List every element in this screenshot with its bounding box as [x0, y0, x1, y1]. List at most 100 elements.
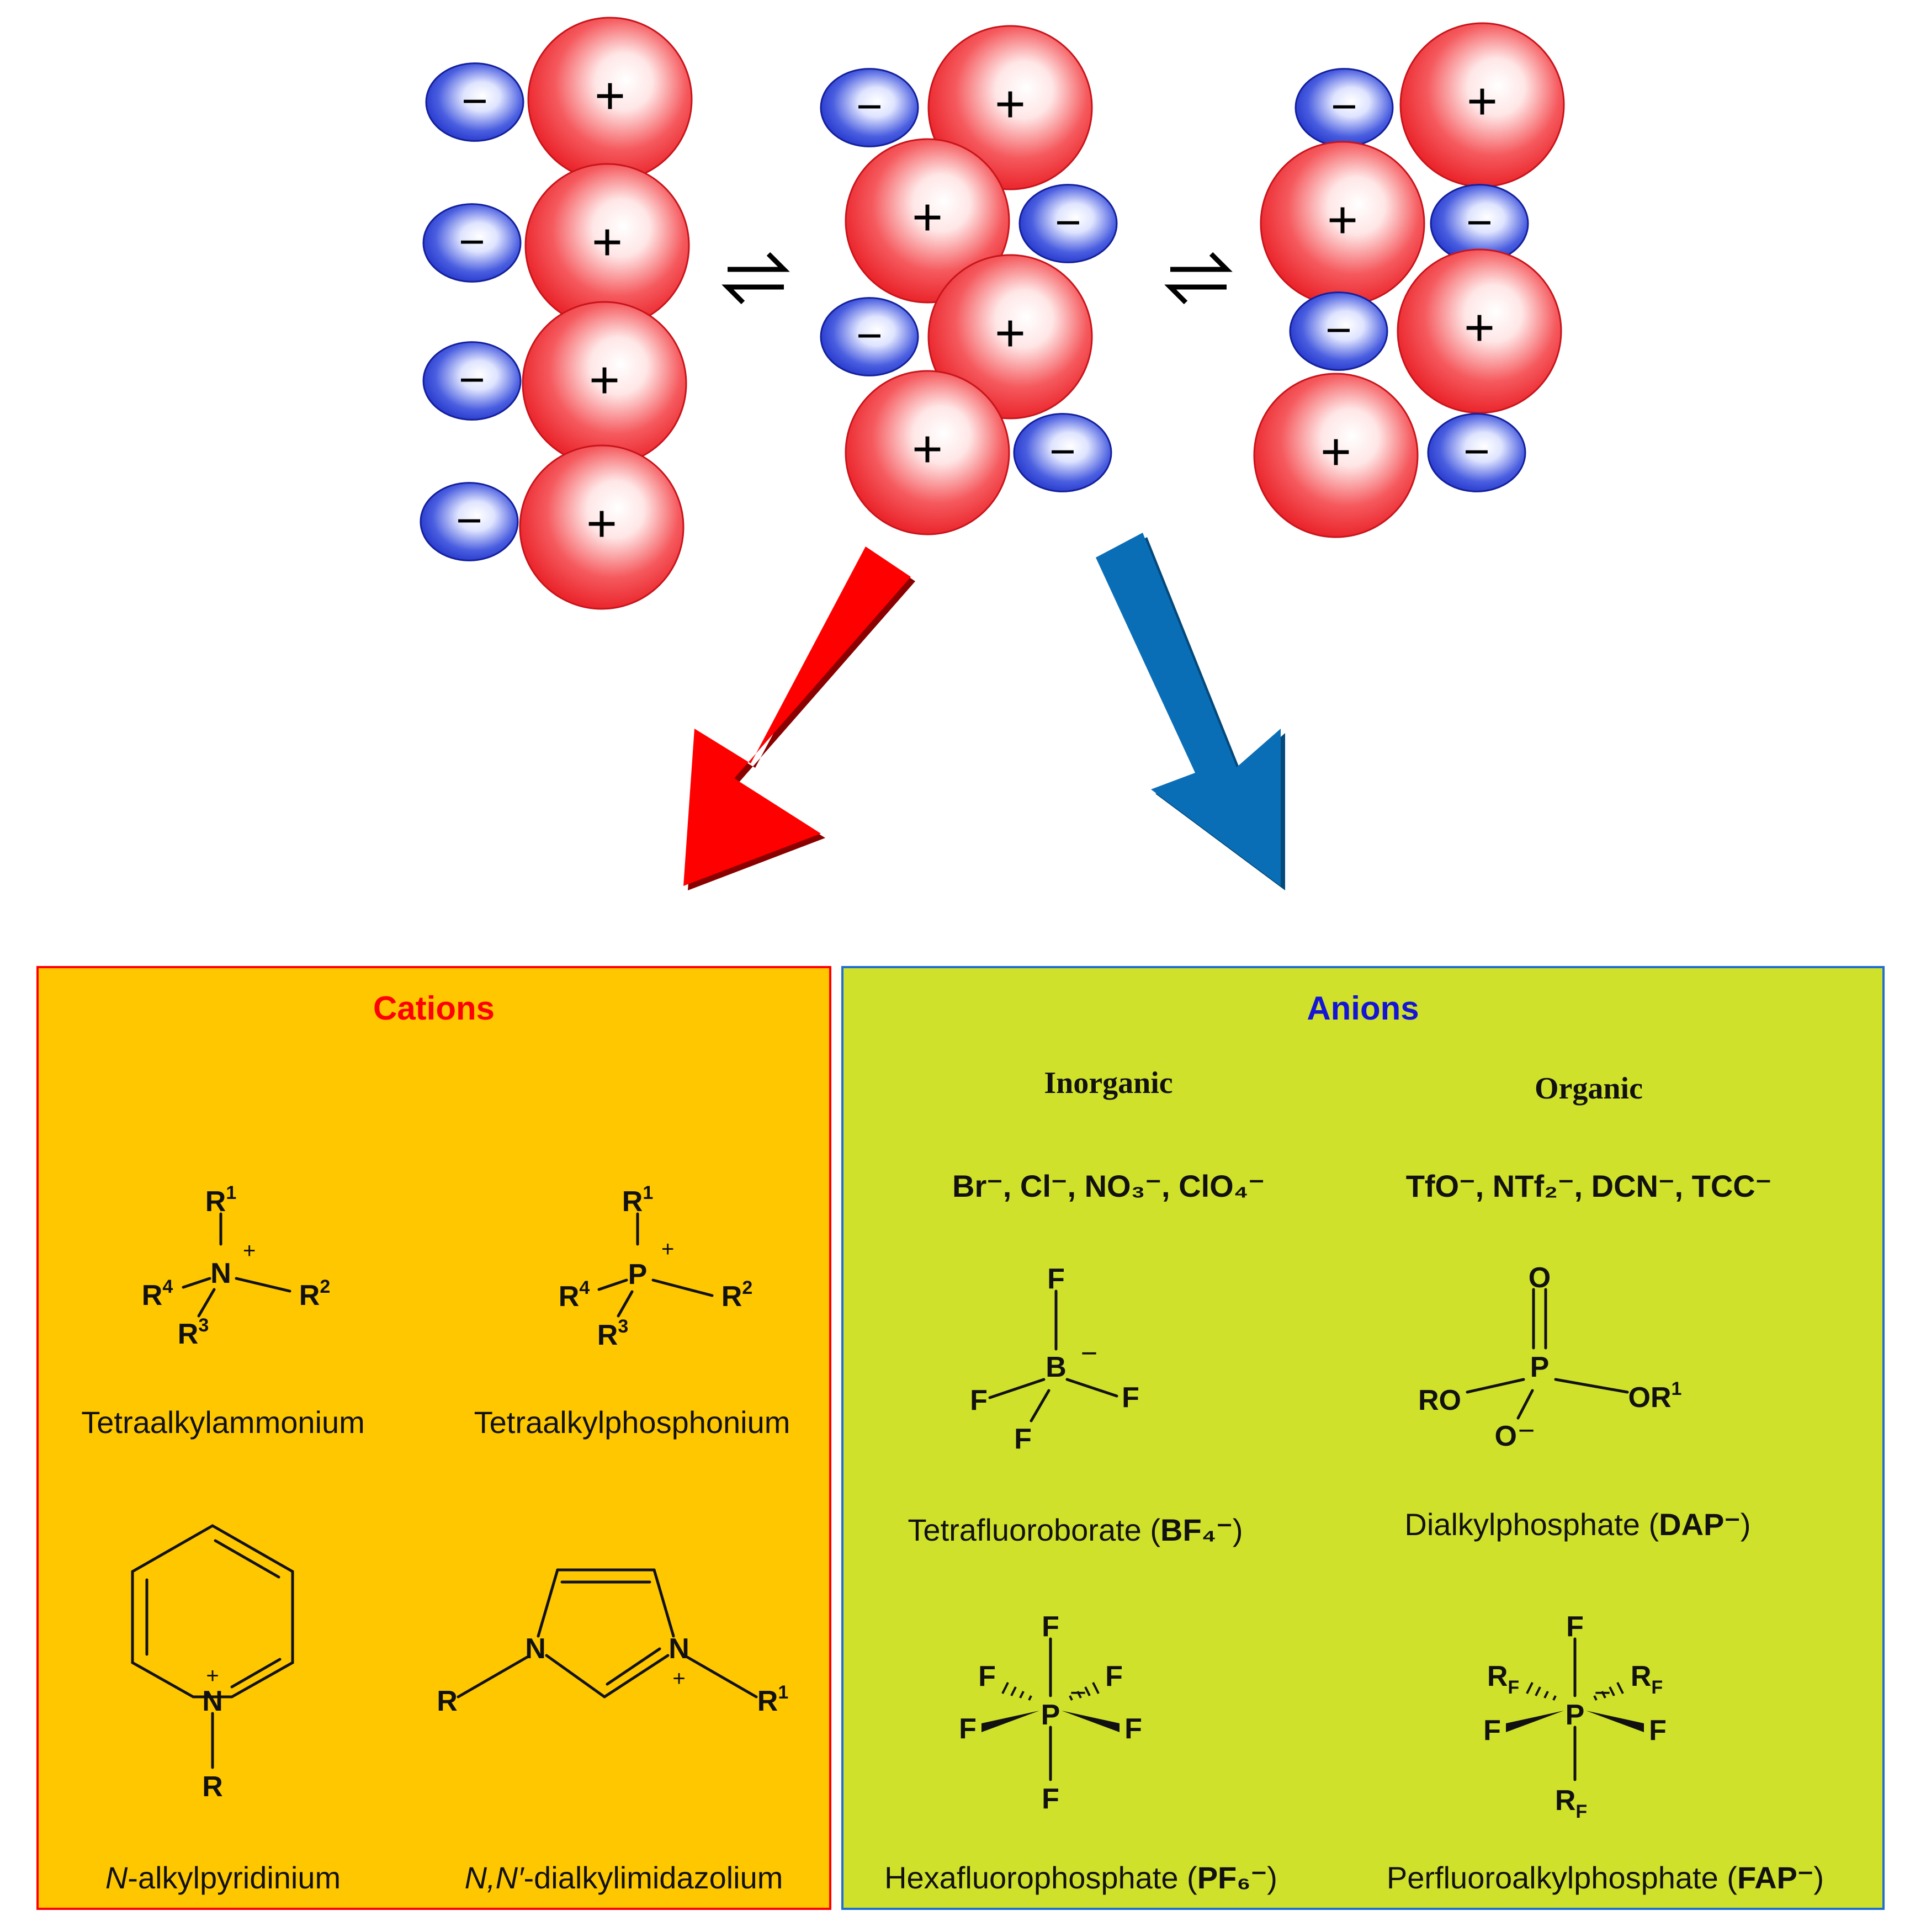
svg-text:F: F	[1042, 1783, 1059, 1815]
svg-text:N: N	[210, 1257, 231, 1289]
svg-text:F: F	[1124, 1713, 1142, 1745]
svg-text:F: F	[1047, 1263, 1065, 1295]
svg-text:−: −	[1518, 1415, 1535, 1447]
minus-sign: −	[456, 496, 482, 546]
fap-label: Perfluoroalkylphosphate (FAP⁻)	[1386, 1860, 1824, 1895]
anion-sphere: −	[1018, 184, 1118, 263]
svg-text:B: B	[1046, 1351, 1067, 1383]
minus-sign: −	[1049, 427, 1076, 477]
plus-sign: +	[589, 351, 620, 410]
bf4-structure	[988, 1289, 1118, 1423]
fap-name: Perfluoroalkylphosphate	[1386, 1860, 1718, 1895]
svg-text:F: F	[1105, 1660, 1123, 1692]
svg-text:R3: R3	[178, 1315, 209, 1350]
anion-sphere: −	[425, 62, 524, 142]
plus-sign: +	[995, 304, 1026, 363]
minus-sign: −	[1055, 198, 1081, 248]
plus-sign: +	[1327, 190, 1358, 250]
svg-text:N: N	[668, 1633, 689, 1665]
plus-sign: +	[1464, 298, 1495, 357]
bf4-abbr: BF₄⁻	[1160, 1512, 1233, 1547]
svg-text:R: R	[437, 1685, 458, 1717]
dap-name: Dialkylphosphate	[1404, 1507, 1640, 1542]
tetraalkylphosphonium-structure	[597, 1212, 714, 1318]
imidazolium-ring	[457, 1568, 758, 1699]
minus-sign: −	[856, 311, 883, 361]
plus-sign: +	[1467, 72, 1498, 131]
svg-text:F: F	[1566, 1611, 1584, 1643]
cations-panel: Cations	[36, 966, 831, 1910]
blue-arrow-to-anions	[1096, 533, 1285, 890]
anion-sphere: −	[820, 297, 919, 376]
pf6-name: Hexafluorophosphate	[884, 1860, 1179, 1895]
dap-abbr: DAP⁻	[1659, 1507, 1741, 1542]
organic-anion-list: TfO⁻, NTf₂⁻, DCN⁻, TCC⁻	[1405, 1169, 1772, 1203]
svg-text:P: P	[1566, 1699, 1585, 1731]
cation-sphere: +	[1260, 141, 1425, 306]
svg-text:RF: RF	[1631, 1660, 1663, 1698]
cation-sphere: +	[845, 138, 1010, 304]
svg-text:R2: R2	[299, 1276, 330, 1312]
svg-text:F: F	[1014, 1423, 1032, 1455]
inorganic-anion-list: Br⁻, Cl⁻, NO₃⁻, ClO₄⁻	[952, 1169, 1265, 1203]
cation-sphere: +	[1397, 248, 1562, 414]
cation-sphere: +	[527, 17, 693, 182]
svg-text:RF: RF	[1555, 1785, 1587, 1822]
minus-sign: −	[461, 76, 488, 126]
cation-sphere: +	[522, 301, 687, 466]
svg-text:R1: R1	[757, 1682, 788, 1717]
anion-sphere: −	[1289, 291, 1388, 371]
svg-text:OR1: OR1	[1628, 1378, 1682, 1414]
imidazolium-rest: -dialkylimidazolium	[523, 1860, 783, 1895]
svg-text:F: F	[1649, 1715, 1667, 1747]
anion-sphere: −	[1294, 68, 1394, 147]
cations-title: Cations	[373, 990, 495, 1027]
svg-text:+: +	[672, 1666, 685, 1691]
dap-structure	[1466, 1288, 1629, 1420]
anion-structures: F B − F F F O P RO OR1 O − F P − F F F F…	[959, 1262, 1682, 1822]
minus-sign: −	[459, 217, 485, 267]
minus-sign: −	[1331, 82, 1357, 132]
minus-sign: −	[459, 355, 485, 405]
tetraalkylphosphonium-label: Tetraalkylphosphonium	[474, 1405, 790, 1440]
pyridinium-label: N-alkylpyridinium	[46, 1860, 400, 1896]
minus-sign: −	[856, 82, 883, 132]
organic-heading: Organic	[1535, 1071, 1643, 1106]
anion-sphere: −	[422, 341, 522, 421]
svg-text:R3: R3	[597, 1316, 628, 1351]
inorganic-heading: Inorganic	[1044, 1066, 1173, 1100]
svg-text:P: P	[628, 1259, 648, 1291]
pf6-abbr: PF₆⁻	[1197, 1860, 1267, 1895]
cation-sphere: +	[524, 163, 690, 328]
anion-sphere: −	[1430, 184, 1529, 263]
svg-text:F: F	[959, 1713, 977, 1745]
svg-text:N: N	[202, 1685, 223, 1717]
svg-text:F: F	[1042, 1611, 1059, 1643]
minus-sign: −	[1325, 305, 1352, 355]
svg-text:R: R	[202, 1771, 223, 1803]
svg-text:RF: RF	[1487, 1660, 1519, 1698]
svg-text:F: F	[1483, 1715, 1501, 1747]
plus-sign: +	[912, 420, 943, 479]
plus-sign: +	[592, 213, 623, 272]
svg-text:F: F	[970, 1384, 988, 1416]
plus-sign: +	[912, 188, 943, 247]
anion-sphere: −	[422, 203, 522, 283]
pyridinium-prefix: N	[105, 1860, 128, 1895]
svg-text:F: F	[1122, 1382, 1139, 1414]
svg-text:N: N	[525, 1633, 546, 1665]
svg-text:P: P	[1530, 1351, 1550, 1383]
plus-sign: +	[1320, 422, 1351, 481]
svg-text:−: −	[1070, 1677, 1086, 1709]
ion-pair-equilibrium-diagram: −+−+−+−+−+−+−+−+−+−+−+−+	[420, 17, 1565, 890]
anion-sphere: −	[820, 68, 919, 147]
imidazolium-prefix: N,N′	[464, 1860, 524, 1895]
svg-text:F: F	[978, 1660, 996, 1692]
svg-text:O: O	[1495, 1420, 1517, 1452]
svg-text:−: −	[1594, 1677, 1611, 1709]
svg-text:RO: RO	[1418, 1384, 1461, 1416]
svg-text:+: +	[661, 1237, 674, 1261]
pyridinium-ring	[131, 1524, 294, 1769]
pyridinium-rest: -alkylpyridinium	[128, 1860, 341, 1895]
svg-text:R1: R1	[622, 1182, 653, 1218]
